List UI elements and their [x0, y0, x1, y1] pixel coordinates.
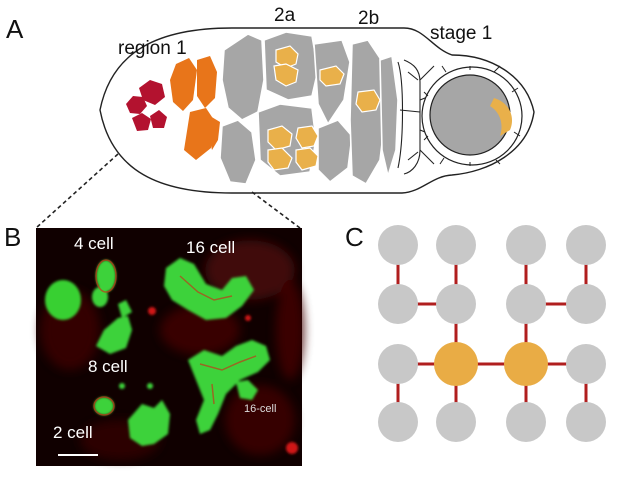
zoom-line-left — [35, 153, 119, 229]
oocyte-clusters-a — [267, 45, 381, 171]
oocyte-node — [504, 342, 548, 386]
nurse-cell-node — [436, 284, 476, 324]
region1-orange-cells — [170, 56, 220, 160]
micrograph-red-dots — [148, 307, 298, 454]
label-4-cell: 4 cell — [74, 234, 114, 253]
panel-b: B — [4, 222, 304, 466]
nurse-cell-node — [378, 344, 418, 384]
nurse-cell-node — [378, 225, 418, 265]
label-2-cell: 2 cell — [53, 423, 93, 442]
nurse-cell-node — [436, 225, 476, 265]
label-region1: region 1 — [118, 38, 187, 59]
nurse-cell-node — [378, 284, 418, 324]
grid-nodes — [378, 225, 606, 442]
label-stage1: stage 1 — [430, 23, 492, 44]
nurse-cell-node — [506, 402, 546, 442]
oocyte-node — [434, 342, 478, 386]
label-region2a: 2a — [274, 5, 296, 26]
panel-letter-a: A — [6, 14, 24, 44]
label-8-cell: 8 cell — [88, 357, 128, 376]
panel-letter-b: B — [4, 222, 21, 252]
nurse-cell-node — [566, 225, 606, 265]
region2b-cysts — [349, 39, 399, 186]
nurse-cell-node — [566, 284, 606, 324]
label-region2b: 2b — [358, 8, 379, 29]
nurse-cell-node — [506, 284, 546, 324]
nurse-cell-node — [566, 402, 606, 442]
region1-red-cells — [126, 80, 167, 131]
stage1-oocyte — [490, 98, 513, 136]
micrograph-green-cysts — [45, 258, 270, 446]
nurse-cell-node — [436, 402, 476, 442]
somatic-cells — [397, 59, 435, 175]
panel-a: A — [6, 5, 535, 229]
nurse-cell-node — [566, 344, 606, 384]
grid-links — [396, 245, 588, 422]
nurse-cell-node — [506, 225, 546, 265]
panel-letter-c: C — [345, 222, 364, 252]
micrograph-red-outlines — [93, 259, 257, 416]
stage1-egg-chamber — [421, 65, 523, 166]
label-16-cell-small: 16-cell — [244, 403, 276, 415]
label-16-cell: 16 cell — [186, 238, 235, 257]
nurse-cell-node — [378, 402, 418, 442]
zoom-line-right — [251, 191, 301, 229]
panel-c: C — [345, 222, 606, 442]
